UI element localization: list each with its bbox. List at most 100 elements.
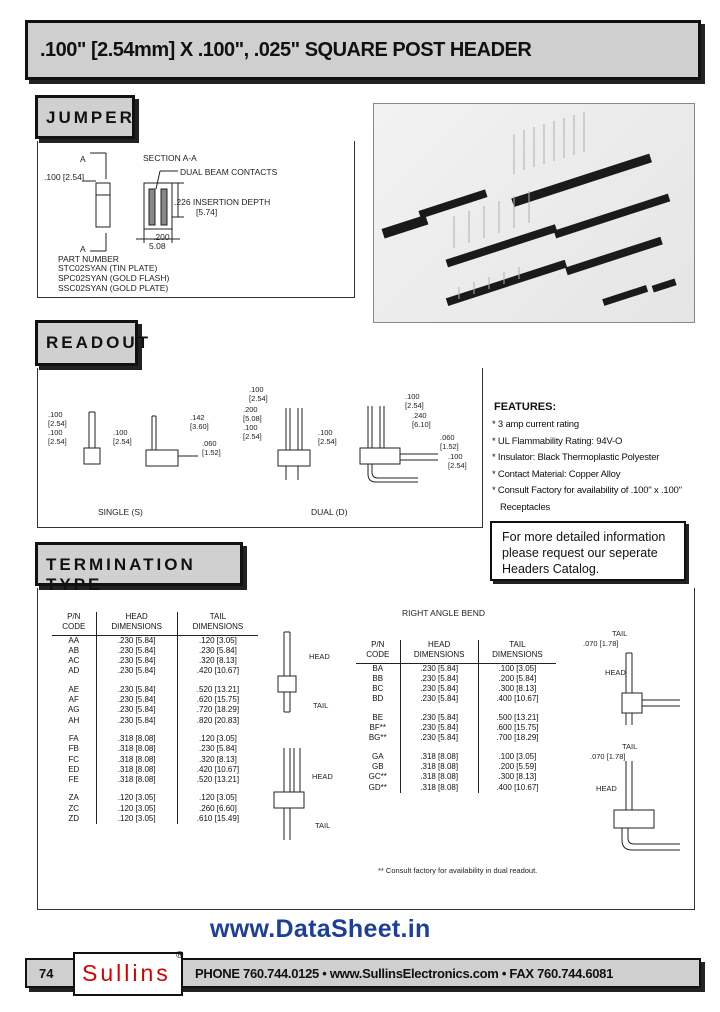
- head-cell: .318 [8.08]: [96, 733, 178, 745]
- code-cell: BA: [356, 663, 401, 674]
- table-row: FB.318 [8.08].230 [5.84]: [52, 744, 258, 755]
- code-cell: FA: [52, 733, 97, 745]
- jumper-dim-200: .200: [153, 232, 170, 242]
- tail-cell: .420 [10.67]: [196, 666, 240, 676]
- head-cell: .230 [5.84]: [400, 684, 479, 695]
- jumper-part-2: SSC02SYAN (GOLD PLATE): [58, 283, 169, 293]
- jumper-part-0: STC02SYAN (TIN PLATE): [58, 263, 158, 273]
- header-photo-image: [373, 103, 695, 323]
- tail-cell: .120 [3.05]: [199, 635, 237, 645]
- straight-tail-label-2: TAIL: [315, 821, 331, 830]
- code-cell: ZD: [52, 814, 97, 825]
- table-row: AH.230 [5.84] .820 [20.83]: [52, 715, 258, 726]
- straight-tail-label: TAIL: [313, 701, 329, 710]
- table-row: BA.230 [5.84].100 [3.05]: [356, 663, 556, 674]
- jumper-part-1: SPC02SYAN (GOLD FLASH): [58, 273, 170, 283]
- code-cell: AD: [52, 666, 97, 677]
- head-cell: .318 [8.08]: [400, 772, 479, 783]
- code-cell: FB: [52, 744, 97, 755]
- table-group-spacer: [356, 704, 556, 713]
- head-cell: .318 [8.08]: [400, 782, 479, 793]
- table-group-spacer: [52, 676, 258, 685]
- head-cell: .318 [8.08]: [96, 775, 178, 786]
- head-cell: .318 [8.08]: [400, 751, 479, 762]
- table-group-spacer: [356, 743, 556, 752]
- tail-cell: .420 [10.67]: [196, 764, 240, 774]
- head-cell: .230 [5.84]: [96, 645, 178, 657]
- code-cell: FC: [52, 754, 97, 765]
- section-readout-label: READOUT: [46, 333, 152, 352]
- section-termination-label: TERMINATION TYPE: [46, 555, 196, 594]
- table-row: GD**.318 [8.08].400 [10.67]: [356, 782, 556, 793]
- head-cell: .230 [5.84]: [96, 684, 178, 696]
- footer-contact: PHONE 760.744.0125 • www.SullinsElectron…: [195, 966, 614, 981]
- jumper-drawing: [82, 152, 184, 252]
- brand-logo: Sullins: [73, 952, 183, 996]
- catalog-note-line: please request our seperate: [502, 546, 658, 560]
- jumper-insertion-label: .226 INSERTION DEPTH: [174, 197, 271, 207]
- table-row: AG.230 [5.84].720 [18.29]: [52, 705, 258, 716]
- ra-head-label: HEAD: [605, 668, 626, 677]
- table-row: BD.230 [5.84].400 [10.67]: [356, 694, 556, 705]
- title-bar: .100" [2.54mm] X .100", .025" SQUARE POS…: [25, 20, 701, 80]
- code-cell: AE: [52, 684, 97, 696]
- head-cell: .230 [5.84]: [400, 723, 479, 734]
- tail-cell: .100 [3.05]: [498, 663, 537, 673]
- readout-dim-240: .240[6.10]: [412, 411, 431, 429]
- straight-head-label: HEAD: [309, 652, 330, 661]
- ra-tail-label: TAIL: [612, 629, 628, 638]
- head-cell: .230 [5.84]: [400, 733, 479, 744]
- table-row: AB.230 [5.84].230 [5.84]: [52, 645, 258, 657]
- readout-dim-100-side: .100[2.54]: [448, 452, 467, 470]
- table-row: GA.318 [8.08].100 [3.05]: [356, 751, 556, 762]
- tail-cell: .500 [13.21]: [496, 712, 539, 722]
- tail-cell: .100 [3.05]: [498, 751, 537, 761]
- feature-item: * 3 amp current rating: [492, 419, 579, 430]
- features-list: * 3 amp current rating * UL Flammability…: [492, 417, 707, 516]
- table-row: BF**.230 [5.84].600 [15.75]: [356, 723, 556, 734]
- code-cell: ZC: [52, 803, 97, 815]
- catalog-note-line: For more detailed information: [502, 530, 666, 544]
- code-cell: BE: [356, 712, 401, 724]
- head-cell: .230 [5.84]: [400, 673, 479, 685]
- straight-head-label-2: HEAD: [312, 772, 333, 781]
- code-cell: BB: [356, 673, 401, 685]
- table-row: AC.230 [5.84].320 [8.13]: [52, 656, 258, 667]
- head-cell: .120 [3.05]: [96, 814, 178, 825]
- features-title: FEATURES:: [494, 401, 557, 413]
- registered-mark: ®: [176, 950, 184, 961]
- section-tab-jumper: JUMPER: [35, 95, 135, 139]
- readout-dim-single-100: .100[2.54].100[2.54]: [48, 410, 67, 446]
- code-cell: FE: [52, 775, 97, 786]
- head-cell: .230 [5.84]: [96, 715, 178, 726]
- jumper-part-number-label: PART NUMBER: [58, 254, 119, 264]
- readout-dim-200: .200[5.08].100[2.54]: [243, 405, 262, 441]
- right-angle-caption: RIGHT ANGLE BEND: [402, 608, 485, 618]
- head-cell: .318 [8.08]: [400, 761, 479, 773]
- ra-dim-070: .070 [1.78]: [583, 639, 619, 648]
- table-row: BC.230 [5.84].300 [8.13]: [356, 684, 556, 695]
- code-cell: BC: [356, 684, 401, 695]
- tail-cell: .300 [8.13]: [498, 772, 537, 782]
- tail-cell: .600 [15.75]: [496, 723, 539, 733]
- readout-dim-dual-top: .100[2.54]: [249, 385, 268, 403]
- head-cell: .120 [3.05]: [96, 803, 178, 815]
- readout-dim-dual-mid: .100[2.54]: [318, 428, 337, 446]
- feature-item: * UL Flammability Rating: 94V-O: [492, 435, 623, 447]
- head-cell: .230 [5.84]: [400, 712, 479, 724]
- head-cell: .230 [5.84]: [96, 705, 178, 716]
- jumper-dim-508: 5.08: [149, 241, 166, 251]
- jumper-label-a-top: A: [80, 154, 86, 164]
- watermark: www.DataSheet.in: [210, 915, 431, 943]
- table-row: FC.318 [8.08].320 [8.13]: [52, 754, 258, 765]
- termination-frame: [37, 588, 695, 910]
- head-cell: .318 [8.08]: [96, 764, 178, 776]
- code-cell: AH: [52, 715, 97, 726]
- code-cell: ED: [52, 764, 97, 776]
- table-row: AF.230 [5.84].620 [15.75]: [52, 695, 258, 706]
- tail-cell: .820 [20.83]: [196, 715, 240, 725]
